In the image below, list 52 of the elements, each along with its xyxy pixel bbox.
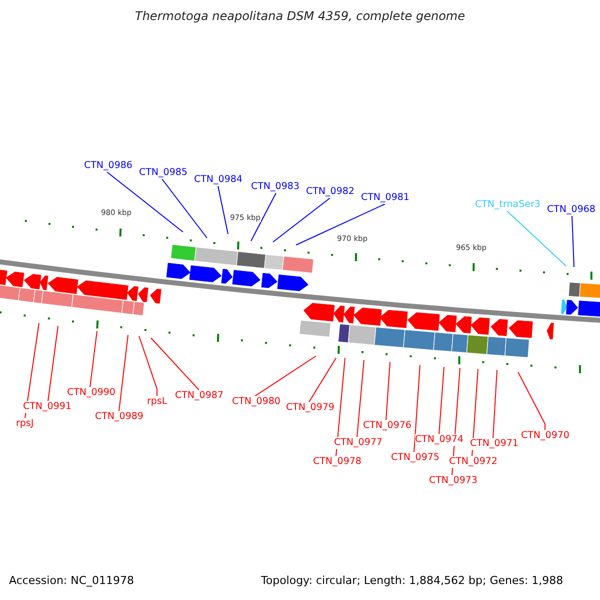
gene-label: CTN_0972 xyxy=(449,456,498,468)
gene-label: CTN_0976 xyxy=(363,420,412,432)
leader-line xyxy=(336,358,346,456)
leader-line xyxy=(90,330,98,388)
gene-label: rpsJ xyxy=(16,418,34,430)
gene-label: CTN_0990 xyxy=(67,387,116,399)
leader-line xyxy=(254,356,316,396)
gene-label: CTN_0980 xyxy=(232,396,280,408)
leader-line xyxy=(492,370,498,438)
leader-line xyxy=(356,360,364,438)
gene-label: CTN_0968 xyxy=(547,204,596,216)
leader-line xyxy=(24,322,40,418)
gene-label: CTN_0974 xyxy=(415,434,464,446)
gene-label: CTN_0989 xyxy=(95,411,144,423)
gene-label: CTN_0979 xyxy=(286,402,334,414)
gene-label: CTN_0987 xyxy=(175,390,224,402)
leader-line xyxy=(386,362,390,420)
leader-line xyxy=(250,192,276,242)
accession-text: Accession: NC_011978 xyxy=(9,575,134,587)
leader-line xyxy=(106,172,184,232)
gene-label: CTN_0971 xyxy=(470,438,518,450)
leader-line xyxy=(472,368,478,456)
gene-label: CTN_0970 xyxy=(521,430,570,442)
leader-line xyxy=(438,366,444,434)
gene-label: CTN_0981 xyxy=(361,192,410,204)
gene-label: CTN_0973 xyxy=(429,475,478,487)
gene-label: CTN_0991 xyxy=(23,401,72,413)
leader-line xyxy=(308,358,336,402)
gene-label: CTN_0985 xyxy=(139,167,188,179)
title: Thermotoga neapolitana DSM 4359, complete genome xyxy=(134,10,466,22)
gene-label: CTN_0978 xyxy=(313,456,362,468)
gene-label: CTN_0986 xyxy=(84,160,132,172)
leader-line xyxy=(506,210,566,266)
leader-line xyxy=(48,326,58,402)
leader-line xyxy=(296,204,386,246)
genome-info-text: Topology: circular; Length: 1,884,562 bp; Genes: 1,988 xyxy=(261,575,564,587)
gene-label: CTN_0984 xyxy=(194,174,242,186)
gene-label: CTN_0975 xyxy=(391,452,440,464)
gene-label: CTN_0982 xyxy=(306,186,354,198)
leader-line xyxy=(162,178,208,238)
leader-line xyxy=(272,198,330,242)
gene-label: rpsL xyxy=(147,396,168,408)
leader-line xyxy=(118,334,128,412)
gene-label: CTN_0977 xyxy=(334,437,382,449)
gene-label: CTN_trnaSer3 xyxy=(475,199,540,211)
gene-label: CTN_0983 xyxy=(251,181,300,193)
leader-line xyxy=(518,372,546,430)
leader-line xyxy=(150,338,200,390)
leader-line xyxy=(138,336,158,396)
leader-line xyxy=(572,216,574,268)
leader-line xyxy=(218,186,228,234)
leader-line xyxy=(414,364,420,452)
